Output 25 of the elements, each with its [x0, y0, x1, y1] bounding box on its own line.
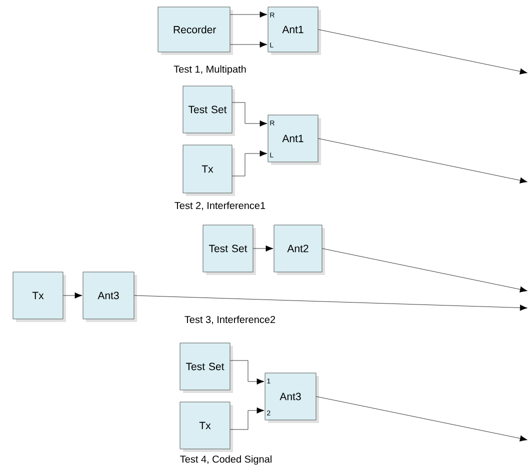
block-box: Test Set [180, 342, 233, 393]
arrow [232, 150, 268, 176]
arrow [318, 138, 528, 184]
block-box: Test Set [182, 86, 235, 136]
arrow [232, 102, 268, 127]
block-box: Ant2 [274, 224, 325, 275]
caption-text: Test 1, Multipath [174, 65, 246, 75]
caption-text: Test 3, Interference2 [184, 316, 276, 324]
arrow [253, 245, 274, 252]
block-box: Tx [180, 402, 233, 452]
arrow [318, 29, 528, 74]
block-box: Ant3 [82, 272, 137, 322]
caption-text: Test 2, Interference1 [174, 202, 266, 210]
block-box: Tx [182, 144, 235, 196]
arrow [316, 396, 528, 442]
arrow [134, 295, 528, 311]
arrow [230, 41, 268, 48]
block-box: Recorder [158, 6, 233, 55]
arrow [230, 360, 264, 385]
arrow [322, 248, 528, 292]
arrow [230, 11, 268, 18]
arrow [63, 292, 82, 299]
arrow [230, 407, 264, 430]
block-box: Test Set [202, 224, 256, 275]
block-box: Tx [12, 272, 66, 322]
